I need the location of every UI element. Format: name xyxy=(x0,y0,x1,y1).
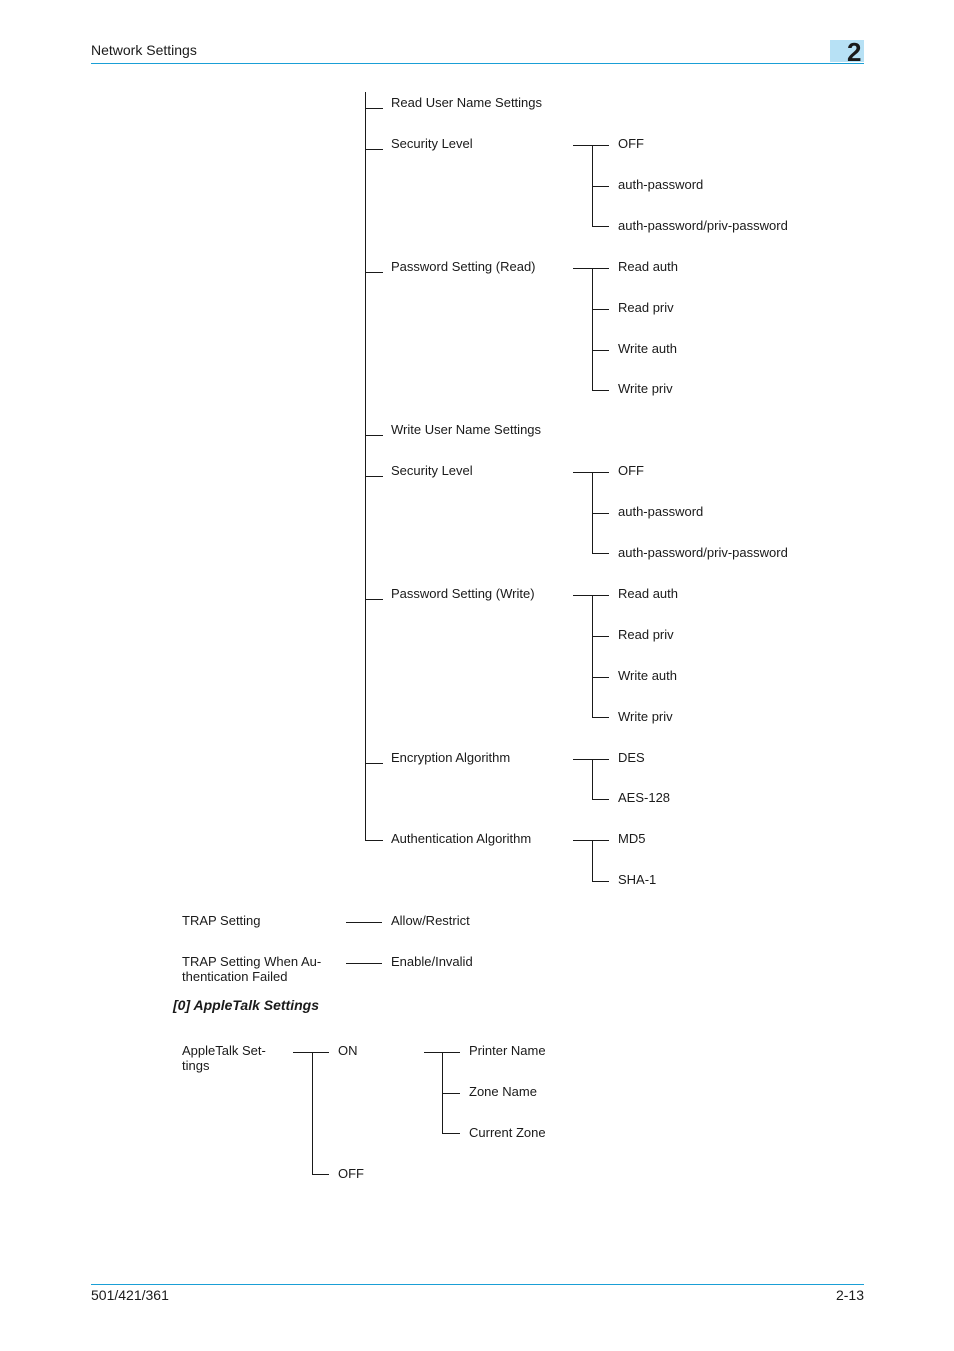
read-security-option: auth-password/priv-password xyxy=(618,218,788,233)
trunk-write-password xyxy=(592,595,593,718)
appletalk-label-1: AppleTalk Set- xyxy=(182,1043,266,1058)
branch-read-password xyxy=(365,272,383,273)
connector-read-security xyxy=(573,145,609,146)
branch-appletalk-on-3 xyxy=(442,1133,460,1134)
trap-auth-failed-label-1: TRAP Setting When Au- xyxy=(182,954,322,969)
write-password-option: Write priv xyxy=(618,709,673,724)
appletalk-on-option: Printer Name xyxy=(469,1043,546,1058)
branch-read-user xyxy=(365,108,383,109)
connector-trap-auth-failed xyxy=(346,963,382,964)
branch-write-sec-2 xyxy=(592,513,609,514)
branch-write-pw-2 xyxy=(592,636,609,637)
encryption-option: AES-128 xyxy=(618,790,671,805)
page-header-title: Network Settings xyxy=(91,42,197,58)
appletalk-label-2: tings xyxy=(182,1058,210,1073)
connector-write-password xyxy=(573,595,609,596)
branch-read-sec-3 xyxy=(592,226,609,227)
appletalk-section-title: [0] AppleTalk Settings xyxy=(173,997,319,1013)
branch-write-pw-4 xyxy=(592,717,609,718)
authentication-option: SHA-1 xyxy=(618,872,657,887)
connector-appletalk xyxy=(293,1052,329,1053)
branch-write-security xyxy=(365,476,383,477)
connector-write-security xyxy=(573,472,609,473)
trap-auth-failed-label-2: thentication Failed xyxy=(182,969,288,984)
footer-model: 501/421/361 xyxy=(91,1287,169,1303)
trunk-encryption xyxy=(592,759,593,800)
branch-write-password xyxy=(365,599,383,600)
branch-write-user xyxy=(365,435,383,436)
connector-authentication xyxy=(573,840,609,841)
branch-authentication xyxy=(365,840,383,841)
trunk-authentication xyxy=(592,840,593,882)
authentication-algorithm: Authentication Algorithm xyxy=(391,831,532,846)
read-security-option: auth-password xyxy=(618,177,704,192)
appletalk-on-option: Zone Name xyxy=(469,1084,537,1099)
header-rule xyxy=(91,63,864,64)
write-security-option: auth-password xyxy=(618,504,704,519)
branch-write-pw-3 xyxy=(592,677,609,678)
footer-rule xyxy=(91,1284,864,1285)
branch-appletalk-on-2 xyxy=(442,1093,460,1094)
branch-read-pw-2 xyxy=(592,309,609,310)
authentication-option: MD5 xyxy=(618,831,646,846)
chapter-tab xyxy=(830,40,864,62)
appletalk-on: ON xyxy=(338,1043,358,1058)
trunk-appletalk xyxy=(312,1052,313,1175)
appletalk-on-option: Current Zone xyxy=(469,1125,546,1140)
trunk-read-password xyxy=(592,268,593,391)
chapter-number: 2 xyxy=(847,37,862,67)
branch-appletalk-off xyxy=(312,1174,329,1175)
branch-enc-2 xyxy=(592,799,609,800)
read-password-option: Write auth xyxy=(618,341,678,356)
read-password-option: Read priv xyxy=(618,300,674,315)
trap-auth-failed-value: Enable/Invalid xyxy=(391,954,473,969)
tree-main-trunk xyxy=(365,92,366,841)
connector-trap-setting xyxy=(346,922,382,923)
write-password-option: Read auth xyxy=(618,586,678,601)
encryption-option: DES xyxy=(618,750,645,765)
branch-read-security xyxy=(365,149,383,150)
trap-setting-label: TRAP Setting xyxy=(182,913,261,928)
appletalk-off: OFF xyxy=(338,1166,364,1181)
write-security-level: Security Level xyxy=(391,463,473,478)
write-password-option: Write auth xyxy=(618,668,678,683)
encryption-algorithm: Encryption Algorithm xyxy=(391,750,511,765)
branch-read-sec-2 xyxy=(592,186,609,187)
connector-read-password xyxy=(573,268,609,269)
connector-encryption xyxy=(573,759,609,760)
write-user-name-settings: Write User Name Settings xyxy=(391,422,542,437)
trap-setting-value: Allow/Restrict xyxy=(391,913,470,928)
branch-auth-2 xyxy=(592,881,609,882)
read-security-option: OFF xyxy=(618,136,644,151)
write-password-option: Read priv xyxy=(618,627,674,642)
footer-page-number: 2-13 xyxy=(835,1287,864,1303)
branch-encryption xyxy=(365,763,383,764)
write-security-option: OFF xyxy=(618,463,644,478)
read-password-option: Read auth xyxy=(618,259,678,274)
read-password-option: Write priv xyxy=(618,381,673,396)
branch-write-sec-3 xyxy=(592,553,609,554)
password-setting-write: Password Setting (Write) xyxy=(391,586,535,601)
read-security-level: Security Level xyxy=(391,136,473,151)
branch-read-pw-3 xyxy=(592,350,609,351)
write-security-option: auth-password/priv-password xyxy=(618,545,788,560)
password-setting-read: Password Setting (Read) xyxy=(391,259,536,274)
read-user-name-settings: Read User Name Settings xyxy=(391,95,543,110)
branch-read-pw-4 xyxy=(592,390,609,391)
